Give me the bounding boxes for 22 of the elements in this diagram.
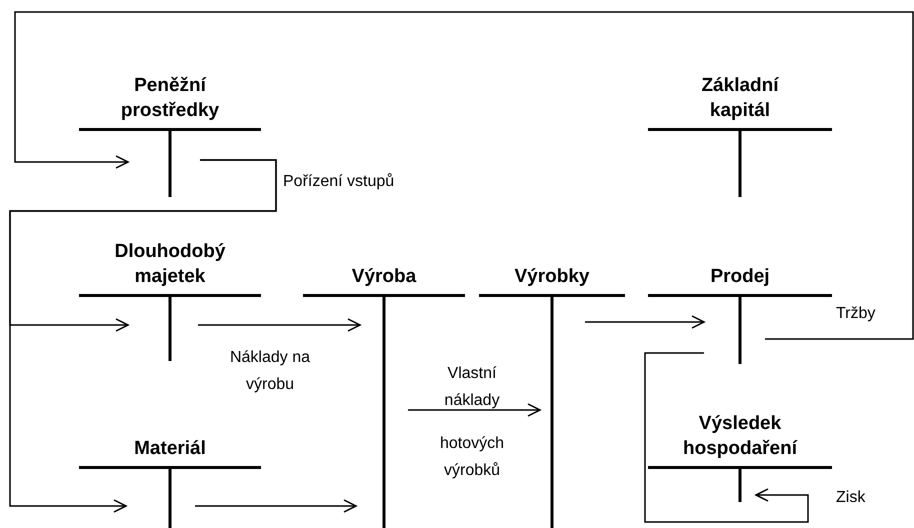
note-label: hotových výrobků <box>438 434 506 481</box>
edge-label: Pořízení vstupů <box>283 172 394 192</box>
account-title: Prodej <box>710 265 770 289</box>
arrow <box>14 11 914 340</box>
arrow <box>407 403 541 417</box>
account-title: Materiál <box>134 437 206 461</box>
account-title: Výroba <box>352 265 416 289</box>
account-title: Peněžní prostředky <box>120 74 220 123</box>
t-account <box>648 76 832 197</box>
account-title: Výsledek hospodaření <box>682 412 798 461</box>
edge-label: Tržby <box>836 304 876 324</box>
arrow <box>194 499 357 513</box>
edge-label: Zisk <box>836 488 866 508</box>
t-account <box>79 76 261 197</box>
account-title: Dlouhodobý majetek <box>114 240 226 289</box>
edge-label: Náklady na výrobu <box>228 348 312 395</box>
account-title: Základní kapitál <box>700 74 780 123</box>
edge-label: Vlastní náklady <box>443 364 501 411</box>
arrow <box>584 315 705 329</box>
arrow <box>197 318 361 332</box>
account-title: Výrobky <box>514 265 590 289</box>
arrow <box>9 159 277 513</box>
